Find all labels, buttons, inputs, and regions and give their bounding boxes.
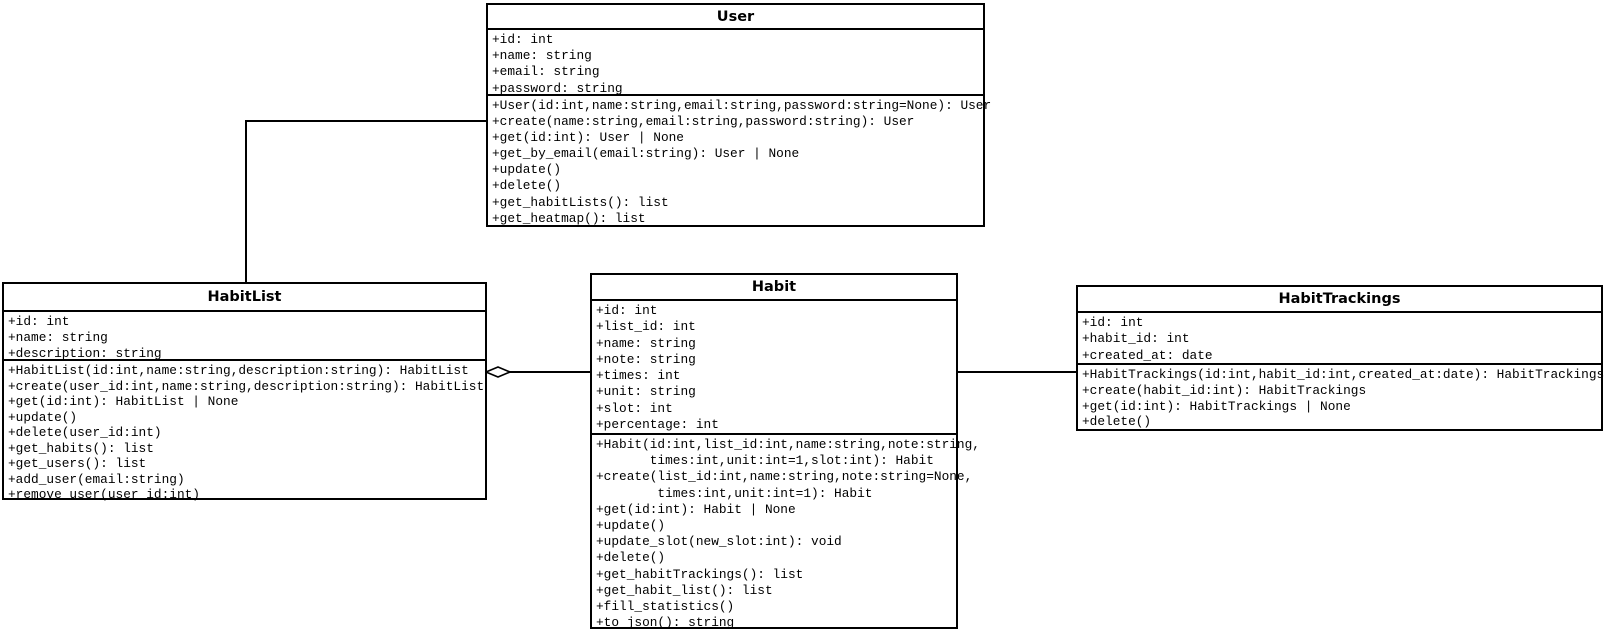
class-attributes-habitlist: +id: int+name: string+description: strin… bbox=[4, 312, 485, 361]
member-line: +create(user_id:int,name:string,descript… bbox=[8, 378, 485, 394]
member-line: +Habit(id:int,list_id:int,name:string,no… bbox=[596, 437, 980, 452]
member-line: +get(id:int): Habit | None bbox=[596, 501, 796, 517]
member-line: +name: string bbox=[8, 329, 108, 345]
edge-user-habitlist-horizontal bbox=[245, 120, 486, 122]
member-line: +HabitList(id:int,name:string,descriptio… bbox=[8, 363, 469, 378]
member-line: +remove_user(user_id:int) bbox=[8, 487, 200, 502]
member-line: +get_by_email(email:string): User | None bbox=[492, 146, 800, 162]
class-box-user: User +id: int+name: string+email: string… bbox=[486, 3, 992, 227]
member-line: +created_at: date bbox=[1082, 347, 1213, 363]
member-line: +times: int bbox=[596, 368, 681, 384]
member-line: +email: string bbox=[492, 64, 600, 80]
class-title-user: User bbox=[488, 5, 983, 30]
class-methods-habit: +Habit(id:int,list_id:int,name:string,no… bbox=[592, 435, 980, 631]
member-line: +update() bbox=[492, 162, 562, 178]
member-line: +HabitTrackings(id:int,habit_id:int,crea… bbox=[1082, 367, 1605, 382]
class-title-habitlist: HabitList bbox=[4, 284, 485, 312]
class-box-habittrackings: HabitTrackings +id: int+habit_id: int+cr… bbox=[1076, 285, 1605, 431]
member-line: +to_json(): string bbox=[596, 615, 735, 631]
member-line: +create(list_id:int,name:string,note:str… bbox=[596, 469, 973, 485]
member-line: +delete() bbox=[596, 550, 666, 566]
member-line: +name: string bbox=[492, 48, 592, 64]
edge-habitlist-habit bbox=[508, 371, 592, 373]
member-line: +add_user(email:string) bbox=[8, 471, 185, 487]
class-attributes-habittrackings: +id: int+habit_id: int+created_at: date bbox=[1078, 313, 1601, 365]
member-line: +get(id:int): User | None bbox=[492, 130, 684, 146]
class-methods-habittrackings: +HabitTrackings(id:int,habit_id:int,crea… bbox=[1078, 365, 1605, 430]
member-line: +get_habitLists(): list bbox=[492, 194, 669, 210]
member-line: +slot: int bbox=[596, 400, 673, 416]
member-line: +name: string bbox=[596, 335, 696, 351]
class-title-habit: Habit bbox=[592, 275, 956, 301]
class-attributes-user: +id: int+name: string+email: string+pass… bbox=[488, 30, 983, 96]
member-line: +id: int bbox=[8, 314, 70, 329]
member-line: +id: int bbox=[1082, 315, 1144, 330]
member-line: +get_heatmap(): list bbox=[492, 210, 646, 226]
member-line: +get(id:int): HabitList | None bbox=[8, 394, 239, 409]
class-box-habitlist: HabitList +id: int+name: string+descript… bbox=[2, 282, 487, 503]
member-line: +description: string bbox=[8, 345, 162, 361]
member-line: +list_id: int bbox=[596, 319, 696, 335]
member-line: +get_habit_list(): list bbox=[596, 582, 773, 598]
member-line: +get_habits(): list bbox=[8, 440, 154, 456]
member-line: +unit: string bbox=[596, 384, 696, 400]
class-methods-habitlist: +HabitList(id:int,name:string,descriptio… bbox=[4, 361, 485, 503]
member-line: times:int,unit:int=1): Habit bbox=[596, 485, 873, 501]
member-line: +id: int bbox=[596, 303, 658, 318]
member-line: +delete() bbox=[492, 178, 562, 194]
class-title-habittrackings: HabitTrackings bbox=[1078, 287, 1601, 313]
member-line: +update_slot(new_slot:int): void bbox=[596, 534, 842, 550]
member-line: +update() bbox=[8, 409, 78, 425]
member-line: +fill_statistics() bbox=[596, 599, 735, 615]
edge-user-habitlist-vertical bbox=[245, 120, 247, 284]
member-line: +delete() bbox=[1082, 414, 1152, 430]
member-line: +create(habit_id:int): HabitTrackings bbox=[1082, 382, 1367, 398]
member-line: +habit_id: int bbox=[1082, 331, 1190, 347]
member-line: +note: string bbox=[596, 351, 696, 367]
member-line: +delete(user_id:int) bbox=[8, 425, 162, 440]
member-line: +create(name:string,email:string,passwor… bbox=[492, 114, 915, 130]
member-line: +get(id:int): HabitTrackings | None bbox=[1082, 398, 1351, 414]
member-line: +password: string bbox=[492, 80, 623, 96]
member-line: +id: int bbox=[492, 32, 554, 47]
member-line: times:int,unit:int=1,slot:int): Habit bbox=[596, 453, 934, 469]
member-line: +get_habitTrackings(): list bbox=[596, 566, 804, 582]
member-line: +User(id:int,name:string,email:string,pa… bbox=[492, 98, 992, 113]
member-line: +get_users(): list bbox=[8, 456, 147, 471]
member-line: +percentage: int bbox=[596, 417, 719, 433]
class-box-habit: Habit +id: int+list_id: int+name: string… bbox=[590, 273, 980, 631]
member-line: +update() bbox=[596, 518, 666, 534]
edge-habit-habittrackings bbox=[956, 371, 1078, 373]
class-attributes-habit: +id: int+list_id: int+name: string+note:… bbox=[592, 301, 956, 435]
class-methods-user: +User(id:int,name:string,email:string,pa… bbox=[488, 96, 992, 227]
